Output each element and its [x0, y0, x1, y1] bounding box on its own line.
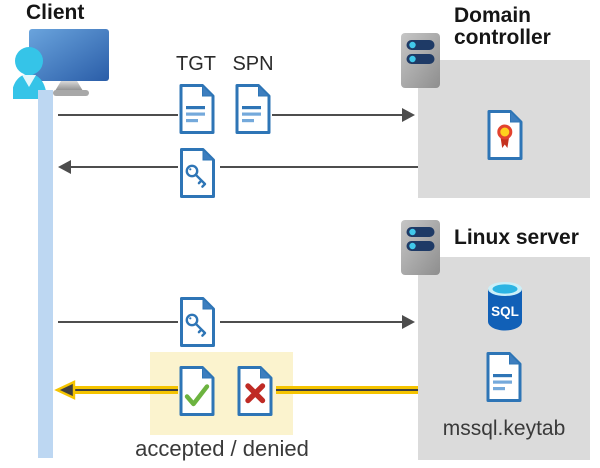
- client-title: Client: [26, 1, 85, 24]
- service-request-arrowhead: [402, 315, 415, 329]
- request-arrow-segment: [272, 114, 402, 116]
- cross-document-icon: [236, 366, 274, 416]
- keytab-filename-label: mssql.keytab: [442, 417, 566, 440]
- text-document-icon: [485, 352, 523, 402]
- request-arrowhead: [402, 108, 415, 122]
- reply-arrow-segment: [220, 166, 418, 168]
- response-arrow-segment: [276, 386, 418, 394]
- response-arrow-segment: [72, 386, 178, 394]
- response-arrowhead: [54, 380, 76, 400]
- reply-arrow-segment: [71, 166, 178, 168]
- spn-label: SPN: [232, 53, 274, 75]
- server-icon: [400, 32, 441, 89]
- linux-server-title: Linux server: [454, 226, 579, 249]
- domain-controller-title: Domain controller: [454, 4, 551, 49]
- key-document-icon: [178, 148, 217, 198]
- service-request-arrow-segment: [220, 321, 402, 323]
- client-lifeline: [38, 90, 53, 458]
- client-workstation-icon: [13, 29, 109, 99]
- ticket-document-icon: [234, 84, 272, 134]
- sql-badge-text: SQL: [491, 304, 519, 319]
- request-arrow-segment: [58, 114, 178, 116]
- key-document-icon: [178, 297, 217, 347]
- ticket-document-icon: [178, 84, 216, 134]
- reply-arrowhead: [58, 160, 71, 174]
- tgt-label: TGT: [176, 53, 216, 75]
- certificate-document-icon: [486, 110, 524, 160]
- accepted-denied-label: accepted / denied: [135, 436, 309, 461]
- check-document-icon: [178, 366, 216, 416]
- server-icon: [400, 219, 441, 276]
- sql-database-icon: SQL: [488, 282, 522, 331]
- service-request-arrow-segment: [58, 321, 178, 323]
